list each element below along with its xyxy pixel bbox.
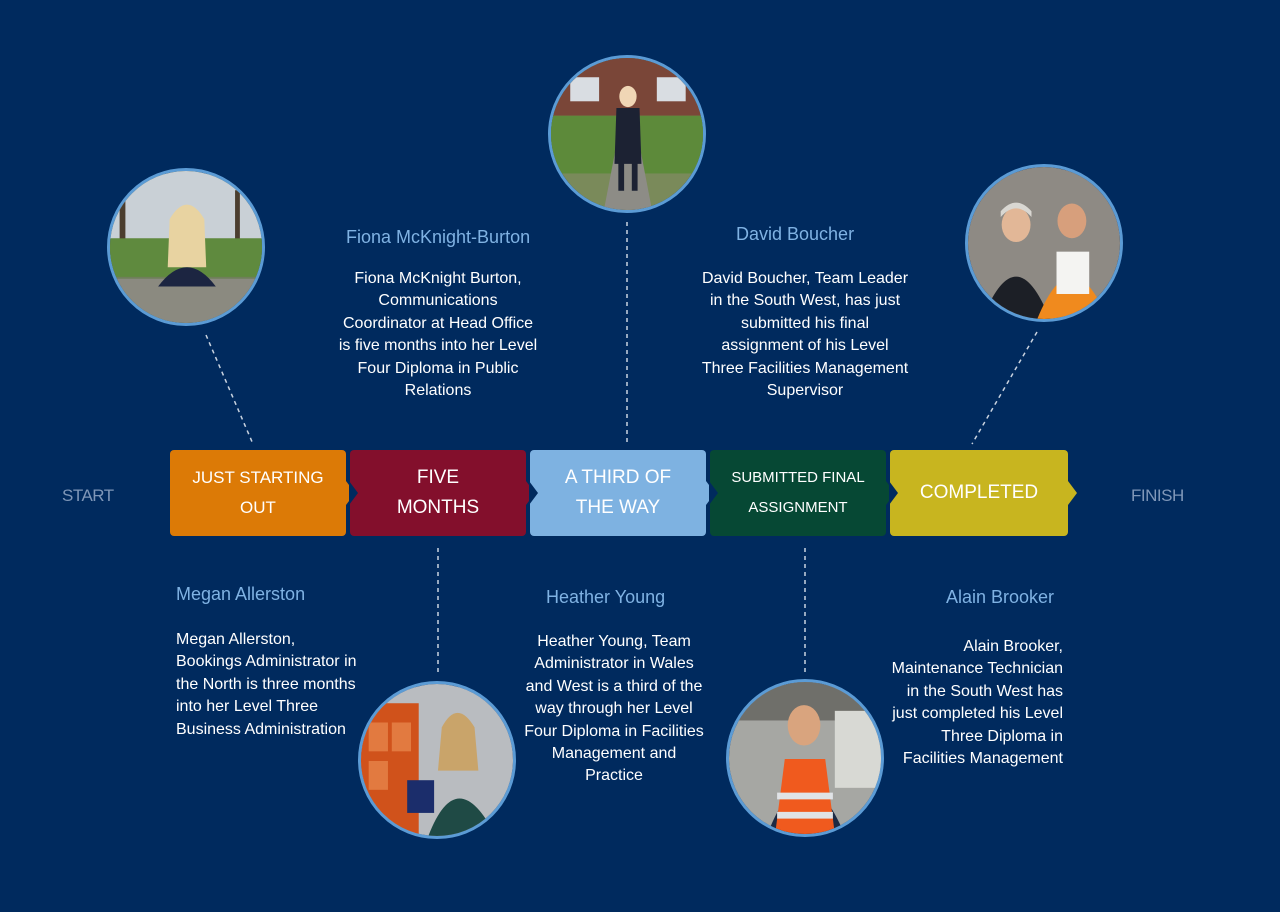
heather-photo bbox=[548, 55, 706, 213]
alain-photo bbox=[965, 164, 1123, 322]
stage-submitted-final-assignment: SUBMITTED FINAL ASSIGNMENT bbox=[710, 450, 886, 536]
megan-name: Megan Allerston bbox=[176, 584, 306, 604]
stage-label: JUST STARTING OUT bbox=[192, 468, 324, 517]
megan-description: Megan Allerston, Bookings Administrator … bbox=[176, 631, 357, 738]
heather-name: Heather Young bbox=[546, 587, 666, 607]
finish-label: FINISH bbox=[1131, 486, 1184, 505]
stage-a-third-of-the-way: A THIRD OF THE WAY bbox=[530, 450, 706, 536]
start-label: START bbox=[62, 486, 114, 505]
stage-label: SUBMITTED FINAL ASSIGNMENT bbox=[731, 469, 865, 516]
connector-megan bbox=[205, 334, 254, 445]
stage-label: A THIRD OF THE WAY bbox=[564, 467, 672, 518]
david-name: David Boucher bbox=[736, 224, 855, 244]
stage-completed: COMPLETED bbox=[890, 450, 1068, 536]
fiona-description: Fiona McKnight Burton, Communications Co… bbox=[338, 270, 538, 400]
fiona-name: Fiona McKnight-Burton bbox=[346, 227, 531, 247]
fiona-photo bbox=[358, 681, 516, 839]
stage-five-months: FIVE MONTHS bbox=[350, 450, 526, 536]
alain-description: Alain Brooker, Maintenance Technician in… bbox=[891, 638, 1063, 768]
david-photo bbox=[726, 679, 884, 837]
connector-alain bbox=[971, 331, 1038, 445]
david-description: David Boucher, Team Leader in the South … bbox=[701, 270, 909, 400]
stage-label: COMPLETED bbox=[919, 482, 1039, 503]
stage-label: FIVE MONTHS bbox=[396, 467, 480, 518]
megan-photo bbox=[107, 168, 265, 326]
heather-description: Heather Young, Team Administrator in Wal… bbox=[524, 633, 704, 785]
alain-name: Alain Brooker bbox=[946, 587, 1055, 607]
stage-just-starting-out: JUST STARTING OUT bbox=[170, 450, 346, 536]
